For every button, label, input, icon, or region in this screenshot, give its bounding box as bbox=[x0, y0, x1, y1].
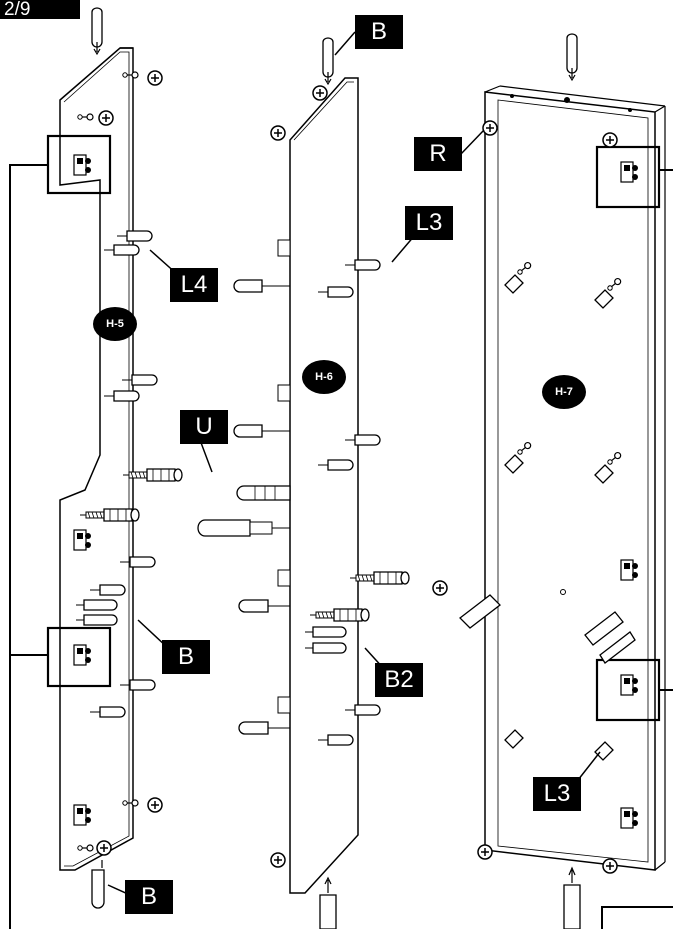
panel-h5 bbox=[59, 47, 134, 871]
panel-h6 bbox=[289, 77, 359, 894]
callout-l3-top: L3 bbox=[405, 206, 453, 240]
panel-badge-h6: H-6 bbox=[302, 360, 346, 394]
step-indicator: 2/9 bbox=[0, 0, 80, 19]
callout-b-mid: B bbox=[162, 640, 210, 674]
panel-badge-h5: H-5 bbox=[93, 307, 137, 341]
fasteners-h7 bbox=[459, 94, 636, 761]
vertical-dowels bbox=[91, 7, 581, 929]
callout-u: U bbox=[180, 410, 228, 444]
panel-h7 bbox=[484, 85, 666, 871]
callout-b2: B2 bbox=[375, 663, 423, 697]
callout-b-bottom: B bbox=[125, 880, 173, 914]
callout-l3-bottom: L3 bbox=[533, 777, 581, 811]
detail-boxes bbox=[46, 134, 661, 722]
fasteners-h6 bbox=[197, 239, 410, 746]
callout-l4: L4 bbox=[170, 268, 218, 302]
panel-badge-h7: H-7 bbox=[542, 375, 586, 409]
callout-r: R bbox=[414, 137, 462, 171]
bracket-lines bbox=[9, 164, 673, 929]
callout-b-top: B bbox=[355, 15, 403, 49]
